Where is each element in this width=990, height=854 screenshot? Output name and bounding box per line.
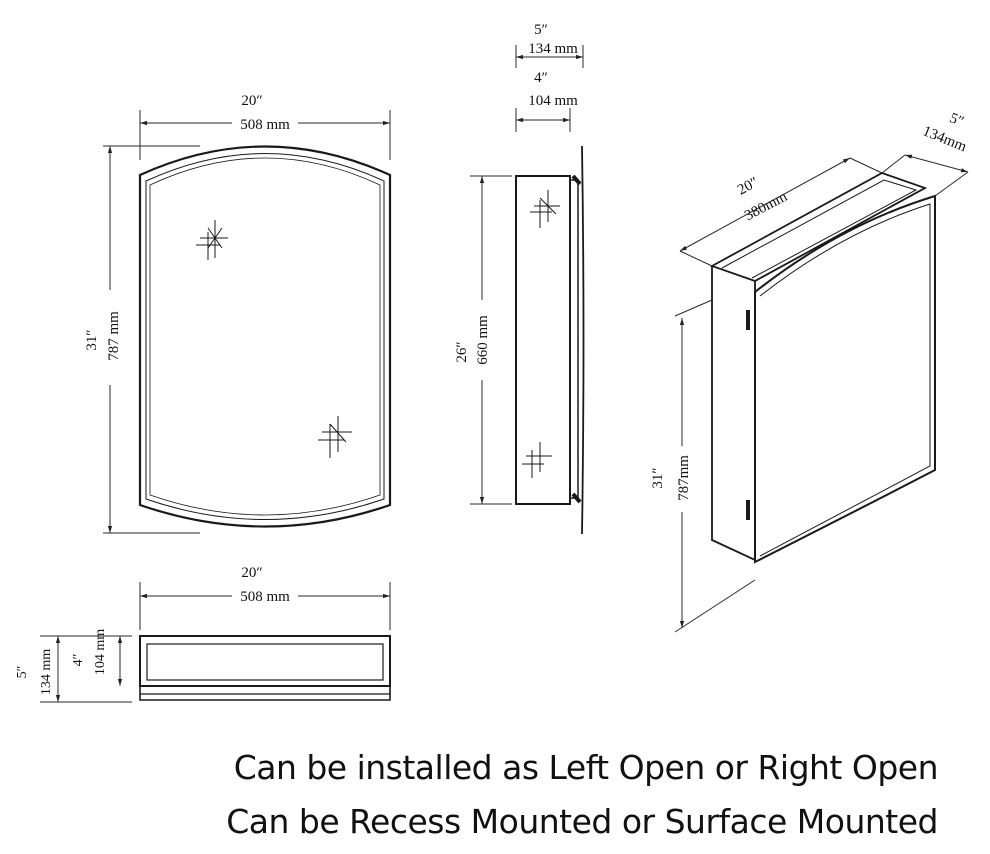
side-recess-mm: 104 mm: [528, 93, 578, 109]
iso-width-ext-left: [679, 250, 713, 267]
front-height-in: 31″: [84, 329, 100, 350]
side-depth-in: 5″: [534, 22, 548, 38]
side-height-mm: 660 mm: [475, 315, 491, 365]
top-inner: [146, 643, 384, 681]
iso-depth-mm: 134mm: [920, 123, 969, 155]
top-width-mm: 508 mm: [240, 589, 290, 605]
front-height-mm: 787 mm: [106, 311, 122, 361]
glare-sparkle-icon: [530, 190, 560, 228]
iso-height-mm: 787mm: [676, 455, 692, 501]
front-width-in: 20″: [241, 93, 262, 109]
iso-door: [754, 194, 936, 564]
top-body: [139, 635, 391, 687]
front-outline: [138, 145, 392, 528]
caption-installation-direction: Can be installed as Left Open or Right O…: [233, 748, 939, 787]
iso-depth-ext-right: [934, 171, 969, 197]
side-depth-mm: 134 mm: [528, 41, 578, 57]
front-view: 20″ 508 mm 31″ 787 mm: [84, 93, 392, 534]
iso-height-in: 31″: [650, 467, 666, 488]
side-door-profile: [581, 145, 585, 535]
front-width-mm: 508 mm: [240, 117, 290, 133]
side-height-in: 26″: [454, 341, 470, 362]
side-body: [515, 175, 571, 505]
glare-sparkle-icon: [318, 416, 352, 458]
top-recess-in: 4″: [71, 653, 86, 666]
side-recess-in: 4″: [534, 70, 548, 86]
iso-door-inner: [759, 203, 931, 557]
top-depth-mm: 134 mm: [39, 649, 54, 695]
iso-width-in: 20″: [735, 174, 761, 198]
iso-depth-ext-left: [881, 154, 906, 174]
top-view: 20″ 508 mm 5″ 134 mm 4″ 104 mm: [15, 565, 391, 703]
side-hinge-top: [571, 174, 582, 186]
iso-height-ext-top: [674, 299, 713, 317]
iso-height-ext-bottom: [674, 579, 756, 633]
front-inner-edge: [145, 153, 385, 520]
iso-view: 20″ 380mm 5″ 134mm 31″ 787mm: [650, 110, 969, 633]
top-recess-mm: 104 mm: [93, 629, 108, 675]
glare-sparkle-icon: [196, 220, 228, 260]
top-depth-in: 5″: [15, 665, 30, 678]
iso-width-ext-right: [849, 157, 883, 174]
caption-mounting-options: Can be Recess Mounted or Surface Mounted: [226, 802, 938, 841]
iso-depth-dim: [904, 154, 969, 173]
iso-top-inner: [721, 179, 918, 279]
iso-depth-in: 5″: [947, 110, 966, 130]
glare-sparkle-icon: [522, 442, 552, 478]
front-inner-edge-2: [149, 157, 381, 516]
top-width-in: 20″: [241, 565, 262, 581]
side-hinge-bottom: [571, 492, 582, 504]
iso-width-dim: [679, 157, 851, 252]
side-hinge-strip: [569, 179, 579, 499]
side-view: 5″ 134 mm 4″ 104 mm 26″ 660 mm: [454, 22, 585, 535]
top-door-profile: [139, 686, 391, 701]
